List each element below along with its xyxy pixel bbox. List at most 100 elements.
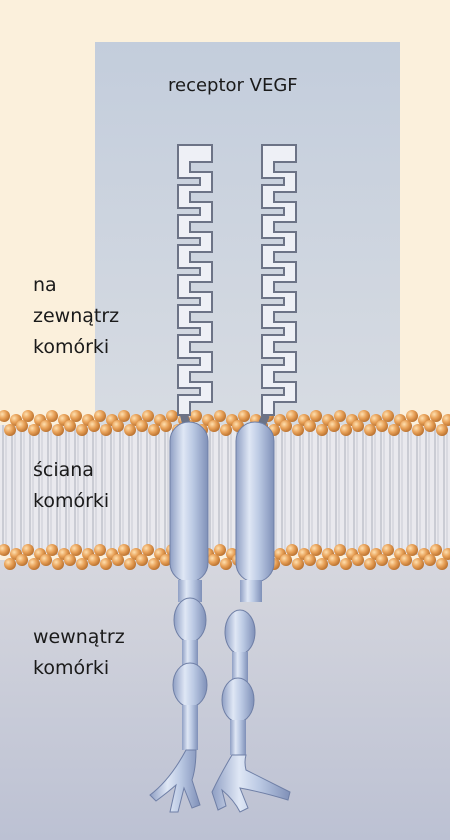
label-inside-line-2: komórki (33, 653, 125, 684)
membrane-head-bead (406, 410, 418, 422)
membrane-head-bead (142, 410, 154, 422)
membrane-head-bead (22, 410, 34, 422)
membrane-head-bead (382, 544, 394, 556)
label-outside-line-2: zewnątrz (33, 301, 119, 332)
membrane-head-bead (166, 410, 178, 422)
label-outside-line-3: komórki (33, 332, 119, 363)
label-cell-wall: ściana komórki (33, 455, 109, 517)
membrane-head-bead (292, 558, 304, 570)
membrane-head-bead (142, 544, 154, 556)
membrane-head-bead (46, 544, 58, 556)
membrane-head-bead (352, 420, 364, 432)
label-wall-line-2: komórki (33, 486, 109, 517)
membrane-head-bead (28, 424, 40, 436)
label-inside-line-1: wewnątrz (33, 622, 125, 653)
membrane-head-bead (148, 558, 160, 570)
membrane-head-bead (220, 558, 232, 570)
membrane-head-bead (304, 554, 316, 566)
membrane-head-bead (112, 554, 124, 566)
membrane-head-bead (118, 410, 130, 422)
membrane-head-bead (328, 420, 340, 432)
membrane-head-bead (310, 410, 322, 422)
membrane-head-bead (316, 558, 328, 570)
membrane-head-bead (148, 424, 160, 436)
membrane-head-bead (40, 554, 52, 566)
membrane-head-bead (100, 558, 112, 570)
kinase-bead-left-2 (173, 663, 207, 707)
membrane-head-bead (400, 554, 412, 566)
membrane-head-bead (28, 558, 40, 570)
membrane-head-bead (238, 410, 250, 422)
membrane-head-bead (88, 420, 100, 432)
membrane-head-bead (64, 554, 76, 566)
membrane-head-bead (310, 544, 322, 556)
membrane-head-bead (376, 420, 388, 432)
membrane-head-bead (208, 420, 220, 432)
membrane-head-bead (100, 424, 112, 436)
membrane-head-bead (214, 410, 226, 422)
membrane-head-bead (88, 554, 100, 566)
membrane-head-bead (352, 554, 364, 566)
membrane-head-bead (388, 424, 400, 436)
membrane-head-bead (436, 558, 448, 570)
membrane-head-bead (70, 544, 82, 556)
membrane-head-bead (112, 420, 124, 432)
membrane-head-bead (22, 544, 34, 556)
membrane-head-bead (382, 410, 394, 422)
membrane-head-bead (340, 424, 352, 436)
membrane-head-bead (16, 554, 28, 566)
membrane-head-bead (124, 558, 136, 570)
membrane-head-bead (52, 424, 64, 436)
membrane-head-bead (286, 410, 298, 422)
membrane-head-bead (400, 420, 412, 432)
membrane-head-bead (136, 420, 148, 432)
membrane-head-bead (16, 420, 28, 432)
membrane-head-bead (76, 558, 88, 570)
membrane-head-bead (94, 544, 106, 556)
membrane-head-bead (190, 410, 202, 422)
membrane-head-bead (364, 424, 376, 436)
membrane-head-bead (46, 410, 58, 422)
membrane-head-bead (220, 424, 232, 436)
membrane-head-bead (358, 544, 370, 556)
membrane-head-bead (364, 558, 376, 570)
membrane-head-bead (328, 554, 340, 566)
membrane-head-bead (412, 424, 424, 436)
label-outside-line-1: na (33, 270, 119, 301)
extracellular-panel (95, 42, 400, 457)
kinase-bead-right-2 (222, 678, 254, 722)
membrane-head-bead (4, 424, 16, 436)
membrane-head-bead (40, 420, 52, 432)
kinase-bead-right-1 (225, 610, 255, 654)
membrane-head-bead (388, 558, 400, 570)
membrane-head-bead (94, 410, 106, 422)
membrane-head-bead (124, 424, 136, 436)
transmembrane-segment-right (236, 422, 274, 582)
membrane-head-bead (340, 558, 352, 570)
membrane-head-bead (406, 544, 418, 556)
membrane-head-bead (292, 424, 304, 436)
membrane-head-bead (280, 420, 292, 432)
membrane-head-bead (430, 544, 442, 556)
membrane-head-bead (136, 554, 148, 566)
membrane-head-bead (52, 558, 64, 570)
membrane-head-bead (424, 554, 436, 566)
membrane-head-bead (376, 554, 388, 566)
membrane-head-bead (118, 544, 130, 556)
membrane-head-bead (4, 558, 16, 570)
membrane-head-bead (358, 410, 370, 422)
membrane-head-bead (70, 410, 82, 422)
membrane-head-bead (64, 420, 76, 432)
membrane-head-bead (286, 544, 298, 556)
transmembrane-segment-left (170, 422, 208, 582)
membrane-head-bead (334, 410, 346, 422)
membrane-head-bead (214, 544, 226, 556)
membrane-head-bead (430, 410, 442, 422)
label-outside-cell: na zewnątrz komórki (33, 270, 119, 363)
membrane-head-bead (304, 420, 316, 432)
membrane-head-bead (424, 420, 436, 432)
receptor-title: receptor VEGF (168, 70, 298, 101)
membrane-head-bead (280, 554, 292, 566)
